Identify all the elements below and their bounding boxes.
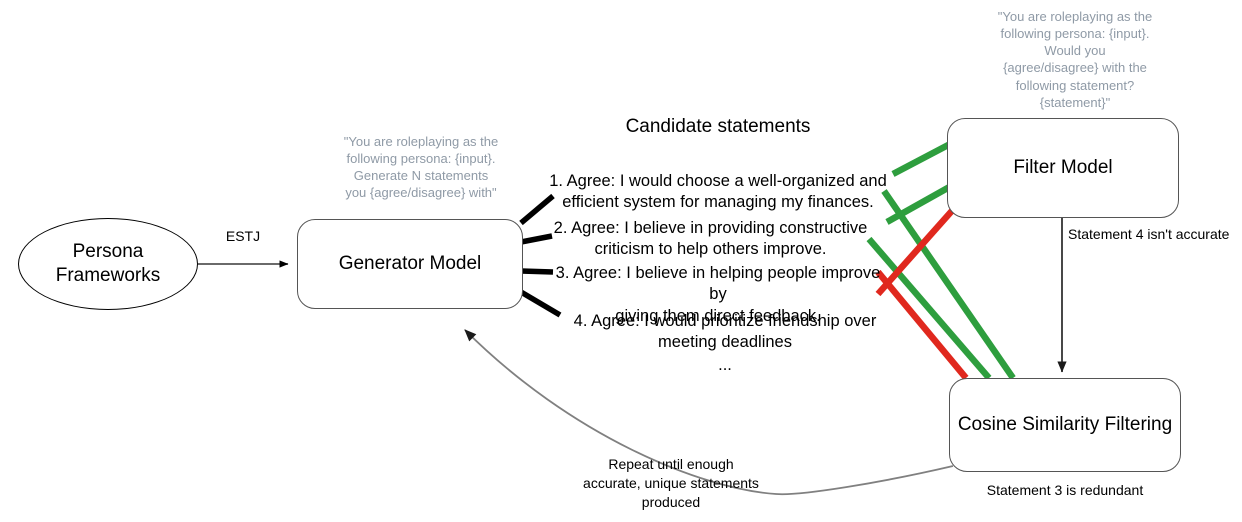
node-filter-model[interactable]: Filter Model — [947, 118, 1179, 218]
line-statement4-reject-to-cosine — [875, 269, 969, 381]
caption-statement3-redundant: Statement 3 is redundant — [986, 482, 1144, 498]
candidate-statement-2: 2. Agree: I believe in providing constru… — [553, 219, 868, 259]
candidate-statement-1: 1. Agree: I would choose a well-organize… — [549, 172, 887, 212]
candidate-statements-heading: Candidate statements — [625, 116, 811, 137]
node-persona-frameworks[interactable]: Persona Frameworks — [18, 218, 198, 310]
line-statement2-to-filter — [885, 182, 955, 225]
node-filter-model-label: Filter Model — [1013, 156, 1113, 178]
note-filter-prompt: "You are roleplaying as the following pe… — [997, 9, 1153, 110]
line-statement1-to-filter — [891, 140, 954, 177]
candidate-statement-3: 3. Agree: I believe in helping people im… — [555, 264, 881, 325]
node-generator-model-label: Generator Model — [338, 252, 482, 274]
node-generator-model[interactable]: Generator Model — [297, 219, 523, 309]
candidate-statement-4: 4. Agree: I would prioritize friendship … — [573, 312, 877, 352]
note-generator-prompt: "You are roleplaying as the following pe… — [343, 134, 499, 201]
line-statement2-to-cosine — [881, 189, 1016, 380]
node-cosine-similarity-filtering-label: Cosine Similarity Filtering — [957, 413, 1173, 435]
edge-label-repeat-loop: Repeat until enough accurate, unique sta… — [583, 456, 759, 510]
edge-label-estj: ESTJ — [225, 228, 261, 244]
candidate-statements-more: ... — [718, 356, 732, 374]
line-statement4-reject-from-filter — [875, 201, 961, 297]
node-cosine-similarity-filtering[interactable]: Cosine Similarity Filtering — [949, 378, 1181, 472]
edge-label-statement4-inaccurate: Statement 4 isn't accurate — [1068, 226, 1230, 242]
node-persona-frameworks-label: Persona Frameworks — [55, 241, 161, 286]
